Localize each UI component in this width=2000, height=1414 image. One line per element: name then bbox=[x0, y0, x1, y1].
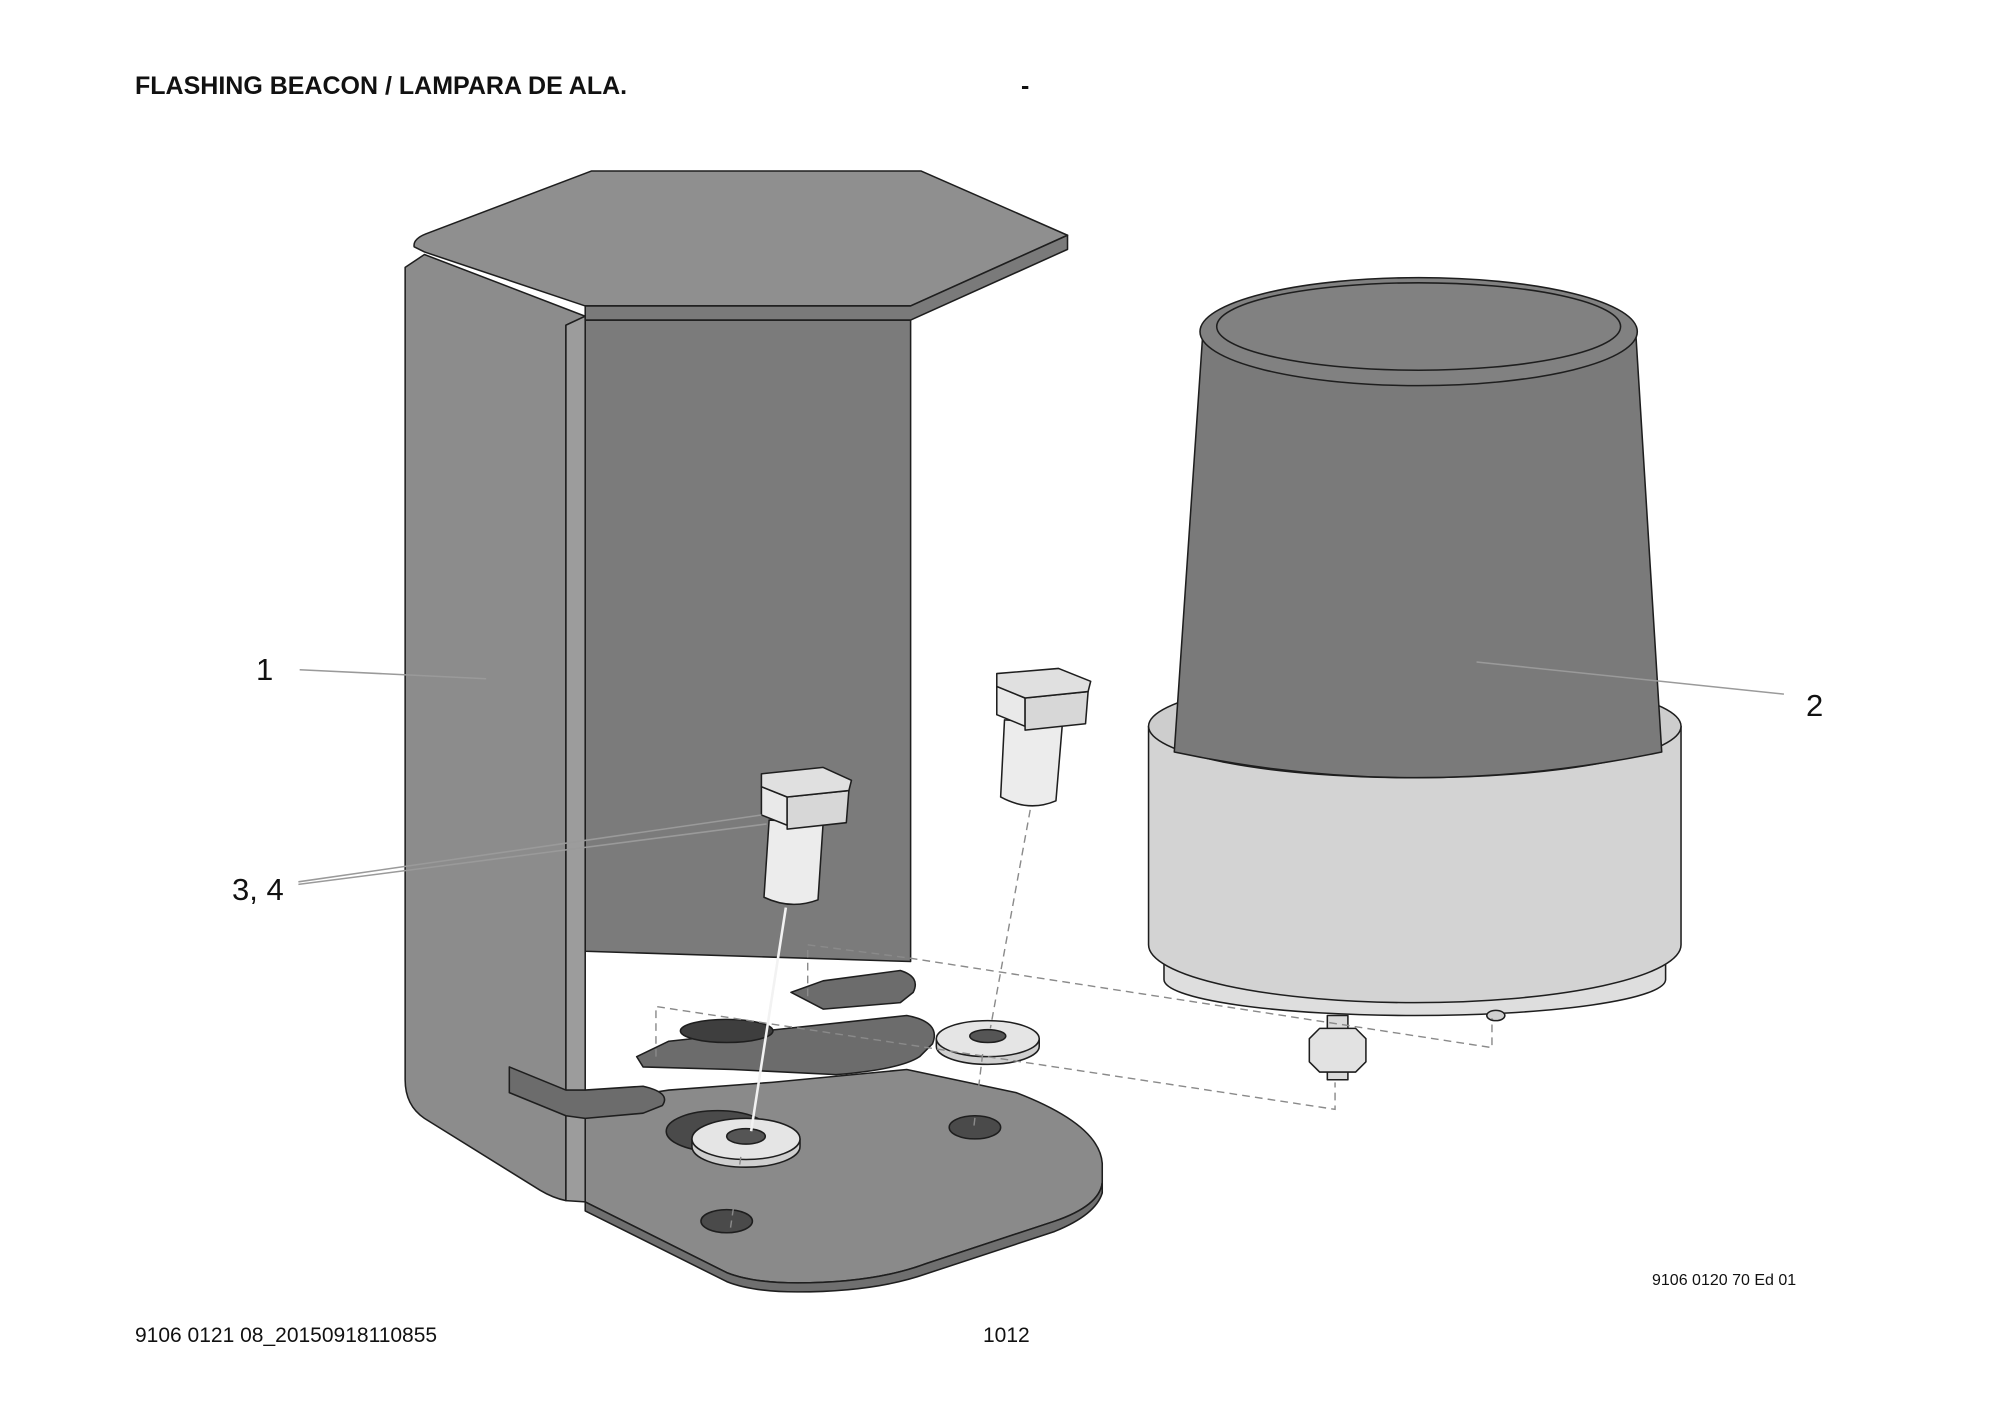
bolt-front-shank bbox=[763, 819, 824, 906]
base-hole-front bbox=[700, 1208, 754, 1234]
bracket-slot-tab bbox=[508, 1066, 666, 1120]
title-separator: - bbox=[1021, 72, 1030, 100]
bolt-rear-head-top bbox=[996, 667, 1092, 699]
beacon-dome-top-rim bbox=[1215, 282, 1622, 371]
callout-bolts: 3, 4 bbox=[232, 872, 284, 907]
beacon-mount-nub bbox=[1486, 1009, 1506, 1022]
callout-beacon: 2 bbox=[1806, 688, 1824, 723]
bolt-front bbox=[760, 766, 853, 906]
bracket-top-plate-edge bbox=[584, 234, 1069, 321]
center-line-beacon-stud bbox=[655, 1005, 1336, 1111]
drawing-number: 9106 0120 70 Ed 01 bbox=[1652, 1272, 1797, 1289]
beacon-dome-top bbox=[1199, 276, 1639, 387]
beacon-base-body bbox=[1147, 725, 1682, 1004]
page-title: FLASHING BEACON / LAMPARA DE ALA. bbox=[135, 72, 628, 100]
beacon-dome bbox=[1173, 336, 1663, 779]
assembly-lines bbox=[655, 809, 1493, 1228]
washer-rear-hole bbox=[969, 1028, 1007, 1044]
bolt-rear-shank bbox=[999, 719, 1064, 807]
mounting-bracket bbox=[404, 170, 1104, 1293]
leader-line-3-4-second bbox=[298, 823, 767, 886]
bracket-back-plate bbox=[584, 319, 912, 963]
leader-lines bbox=[298, 661, 1785, 886]
center-line-rear-bolt bbox=[989, 809, 1031, 1029]
callout-bracket: 1 bbox=[256, 652, 274, 687]
leader-line-1 bbox=[299, 668, 487, 680]
center-line-front-bolt bbox=[749, 907, 788, 1132]
bracket-side-plate bbox=[404, 253, 586, 1202]
base-hole-right bbox=[948, 1115, 1002, 1140]
leader-line-3-4 bbox=[298, 814, 762, 883]
footer-page-number: 1012 bbox=[983, 1324, 1030, 1347]
washer-rear bbox=[935, 1019, 1040, 1066]
bolt-rear bbox=[996, 667, 1092, 807]
center-line-beacon-nub bbox=[807, 944, 1493, 1049]
washer-front bbox=[691, 1117, 801, 1168]
bolt-front-head-top bbox=[760, 766, 853, 798]
bracket-base-edge bbox=[584, 1181, 1104, 1293]
washer-front-hole bbox=[725, 1127, 767, 1145]
footer-document-id: 9106 0121 08_20150918110855 bbox=[135, 1324, 438, 1347]
tab-slot-hole bbox=[679, 1018, 774, 1044]
leader-line-2 bbox=[1476, 661, 1785, 695]
bracket-tab-middle bbox=[635, 1014, 936, 1076]
bracket-tab-upper bbox=[790, 969, 917, 1010]
beacon-mount-nut bbox=[1308, 1027, 1367, 1073]
bracket-side-plate-edge bbox=[565, 315, 586, 1203]
flashing-beacon bbox=[1147, 276, 1682, 1081]
